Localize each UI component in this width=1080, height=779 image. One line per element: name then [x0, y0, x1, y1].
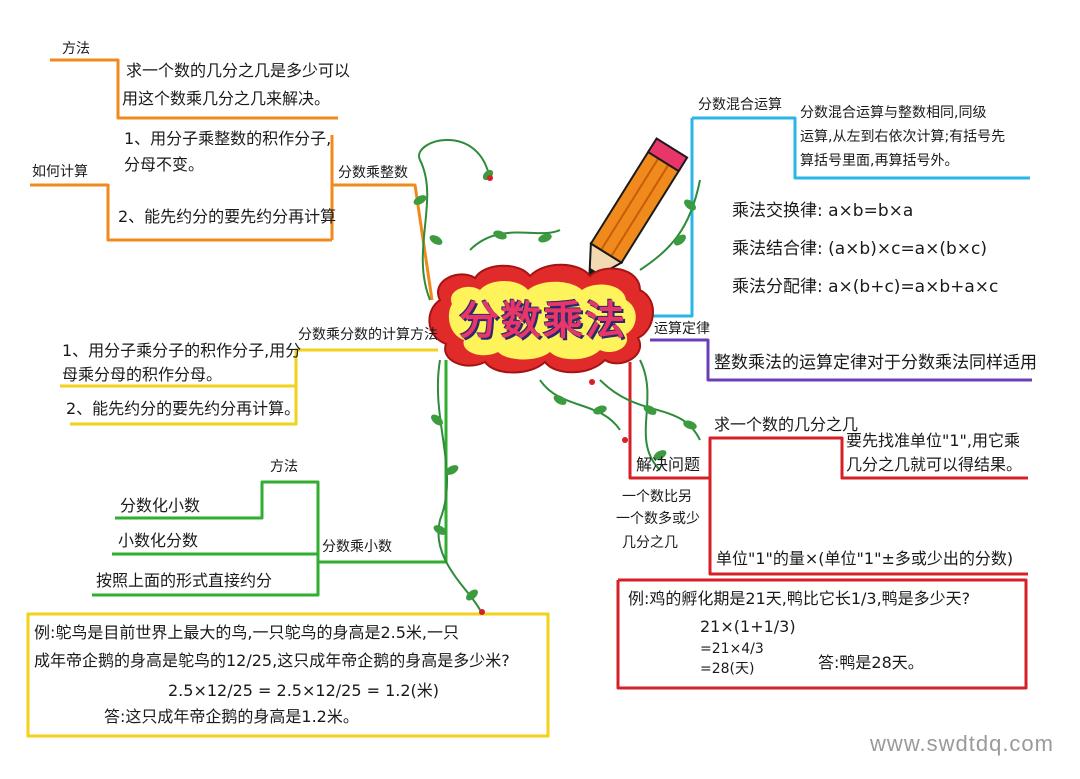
- fraction-step1-line-1: 1、用分子乘分子的积作分子,用分: [62, 341, 302, 360]
- whole-method-line-2: 用这个数乘几分之几来解决。: [122, 89, 331, 108]
- decimal-method-3: 按照上面的形式直接约分: [96, 571, 273, 590]
- ostrich-question-1: 例:鸵鸟是目前世界上最大的鸟,一只鸵鸟的身高是2.5米,一只: [34, 623, 460, 642]
- orange-how-line: [30, 183, 332, 242]
- whole-method-label: 方法: [62, 41, 90, 57]
- problem1-text-1: 要先找准单位"1",用它乘: [846, 431, 1020, 450]
- whole-step2: 2、能先约分的要先约分再计算: [118, 207, 337, 226]
- whole-step1-line-1: 1、用分子乘整数的积作分子,: [124, 129, 332, 148]
- pencil-icon: [588, 137, 689, 283]
- problem2-label-1: 一个数比另: [622, 489, 692, 505]
- laws-text: 整数乘法的运算定律对于分数乘法同样适用: [714, 353, 1037, 373]
- red-q2-line: [708, 478, 1028, 576]
- cyan-main-line: [692, 116, 1030, 180]
- problem2-label-3: 几分之几: [622, 535, 678, 551]
- ostrich-calc: 2.5×12/25 = 2.5×12/25 = 1.2(米): [168, 681, 440, 700]
- laws-branch-label: 运算定律: [654, 321, 710, 337]
- yellow-example-box: [26, 612, 550, 738]
- duck-question: 例:鸡的孵化期是21天,鸭比它长1/3,鸭是多少天?: [628, 589, 971, 608]
- problem1-label: 求一个数的几分之几: [714, 415, 859, 434]
- law-distributive: 乘法分配律: a×(b+c)=a×b+a×c: [732, 277, 999, 297]
- decimal-branch-label: 分数乘小数: [322, 539, 392, 555]
- decimal-method-1: 分数化小数: [120, 496, 201, 515]
- mixed-text-2: 运算,从左到右依次计算;有括号先: [800, 129, 1006, 145]
- problem2-label-2: 一个数多或少: [616, 511, 700, 527]
- mixed-branch-label: 分数混合运算: [698, 97, 782, 113]
- red-example-box: [616, 578, 1028, 690]
- fraction-step1-line-2: 母乘分母的积作分母。: [62, 365, 223, 384]
- decimal-method-2: 小数化分数: [118, 531, 199, 550]
- orange-method-line: [50, 58, 338, 120]
- decimal-method-label: 方法: [270, 459, 298, 475]
- law-commutative: 乘法交换律: a×b=b×a: [732, 201, 914, 221]
- problem1-text-2: 几分之几就可以得结果。: [846, 455, 1023, 474]
- duck-answer: 答:鸭是28天。: [818, 653, 924, 672]
- watermark: www.swdtdq.com: [870, 731, 1054, 756]
- whole-step1-line-2: 分母不变。: [124, 155, 205, 174]
- problems-branch-label: 解决问题: [636, 455, 701, 474]
- whole-method-line-1: 求一个数的几分之几是多少可以: [126, 61, 351, 80]
- ostrich-question-2: 成年帝企鹅的身高是鸵鸟的12/25,这只成年帝企鹅的身高是多少米?: [34, 651, 510, 670]
- duck-step3: =28(天): [700, 661, 755, 677]
- ostrich-answer: 答:这只成年帝企鹅的身高是1.2米。: [104, 707, 359, 726]
- fraction-step2: 2、能先约分的要先约分再计算。: [66, 399, 301, 418]
- whole-how-label: 如何计算: [32, 164, 88, 180]
- center-title: 分数乘法: [459, 298, 627, 344]
- vine-leaves: [413, 169, 697, 601]
- vine-berries: [479, 175, 628, 615]
- whole-branch-label: 分数乘整数: [338, 165, 408, 181]
- problem2-text: 单位"1"的量×(单位"1"±多或少出的分数): [716, 549, 1014, 568]
- duck-step1: 21×(1+1/3): [700, 617, 796, 636]
- mixed-text-1: 分数混合运算与整数相同,同级: [800, 105, 987, 121]
- duck-step2: =21×4/3: [700, 641, 764, 657]
- mixed-text-3: 算括号里面,再算括号外。: [800, 153, 959, 169]
- law-associative: 乘法结合律: (a×b)×c=a×(b×c): [732, 239, 987, 259]
- fraction-branch-label: 分数乘分数的计算方法: [298, 327, 438, 343]
- title-cloud: [428, 263, 654, 374]
- purple-main-line: [650, 338, 1032, 382]
- red-q1-line: [628, 362, 1028, 480]
